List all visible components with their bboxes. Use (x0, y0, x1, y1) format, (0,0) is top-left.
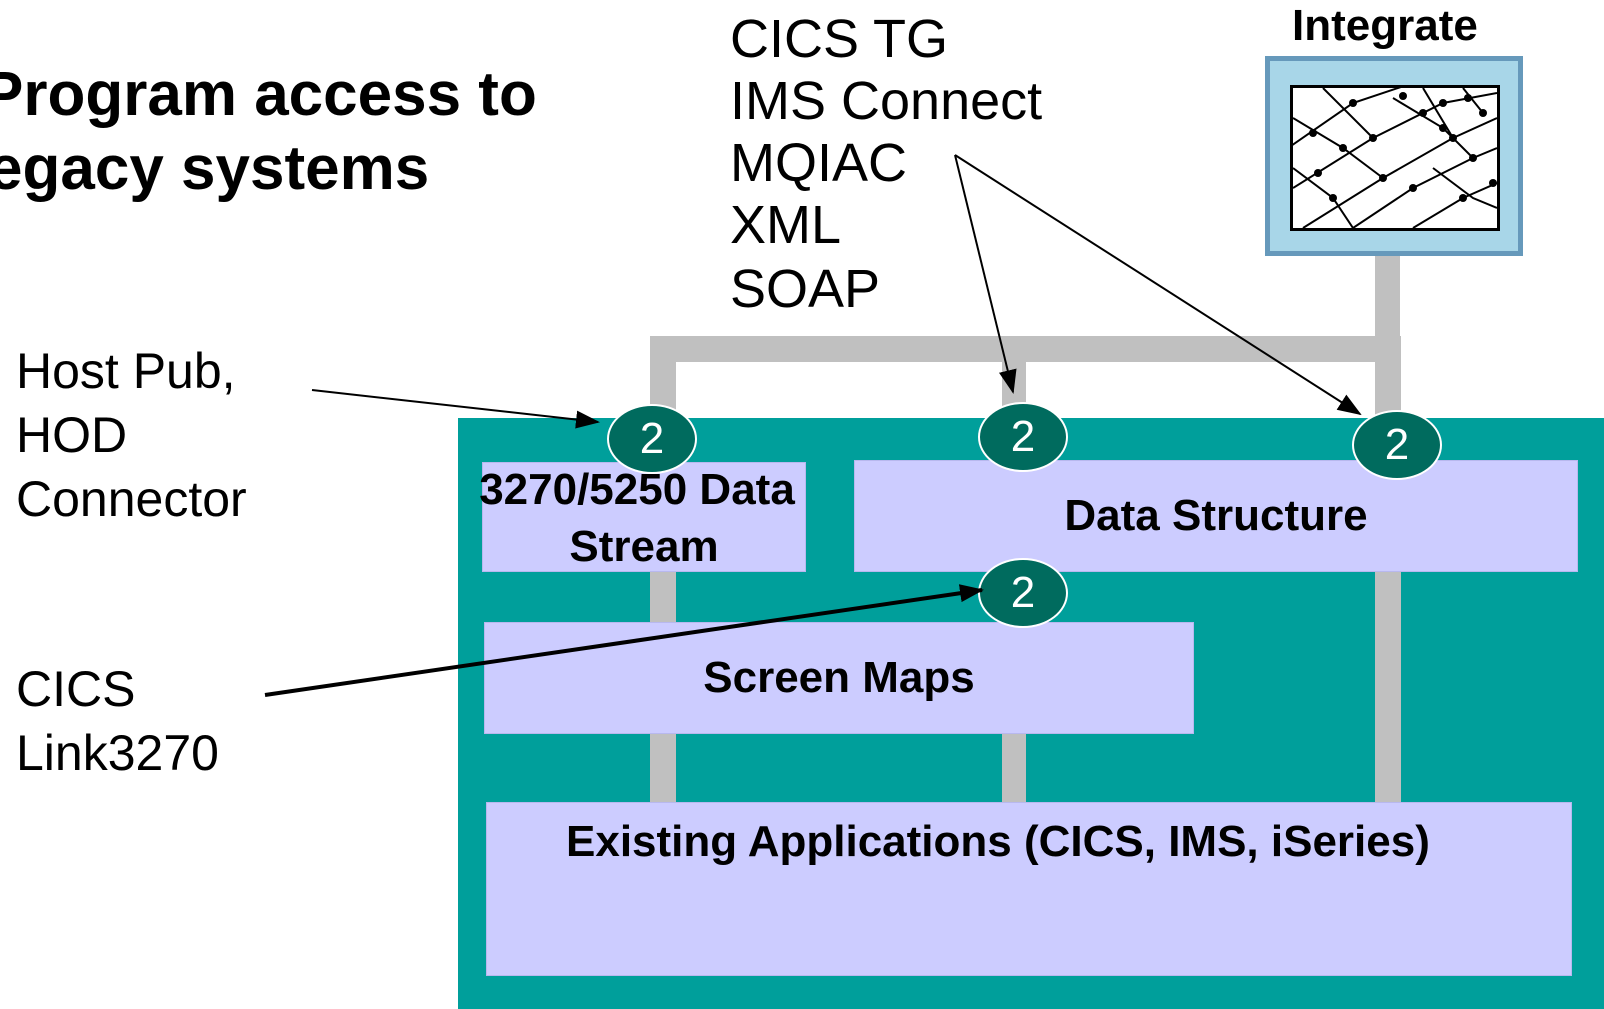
badge-data-structure-right: 2 (1352, 410, 1442, 480)
badge-data-structure-left: 2 (978, 402, 1068, 472)
connector-drop-right (1375, 336, 1401, 418)
data-structure-label: Data Structure (1064, 491, 1368, 540)
network-graph-icon (1290, 85, 1500, 231)
data-stream-box (482, 462, 806, 572)
title-line-2: egacy systems (0, 134, 430, 203)
arrow-cics-link (264, 584, 984, 697)
protocol-item: SOAP (730, 259, 881, 319)
protocol-item: CICS TG (730, 9, 949, 69)
screen-maps-box (484, 622, 1194, 734)
host-pub-line: Connector (16, 471, 247, 527)
badge-screen-maps: 2 (978, 558, 1068, 628)
integrate-label: Integrate (1292, 1, 1478, 50)
cics-link-line: CICS (16, 661, 136, 717)
protocol-item: MQIAC (730, 133, 908, 193)
existing-applications-box (486, 802, 1572, 976)
existing-applications-label: Existing Applications (CICS, IMS, iSerie… (566, 817, 1430, 866)
arrow-protocols-right (954, 154, 1362, 416)
data-stream-label-line-1: 3270/5250 Data (479, 465, 795, 514)
data-structure-box (854, 460, 1578, 572)
badge-data-stream: 2 (607, 404, 697, 474)
arrow-host-pub (311, 389, 600, 429)
screen-maps-label: Screen Maps (703, 653, 975, 702)
host-pub-line: HOD (16, 407, 128, 463)
arrow-protocols-middle (954, 154, 1017, 394)
protocol-item: XML (730, 195, 842, 255)
integrate-frame (1265, 56, 1523, 256)
host-pub-line: Host Pub, (16, 343, 236, 399)
title-line-1: Program access to (0, 60, 537, 129)
data-stream-label-line-2: Stream (569, 522, 719, 571)
cics-link-line: Link3270 (16, 725, 219, 781)
protocol-item: IMS Connect (730, 71, 1043, 131)
